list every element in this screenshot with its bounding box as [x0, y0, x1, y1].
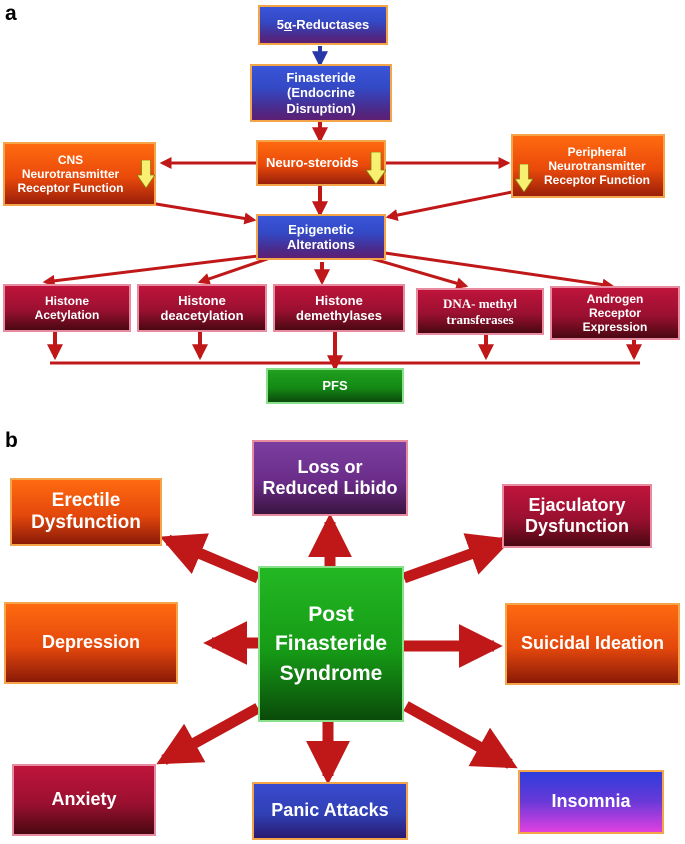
node-finasteride: Finasteride (Endocrine Disruption)	[250, 64, 392, 122]
arrow-pfs-erectile	[159, 533, 261, 584]
node-cns-neurotransmitter: CNS Neurotransmitter Receptor Function	[3, 142, 156, 206]
node-histone-demethylases: Histone demethylases	[273, 284, 405, 332]
peripheral-line-1: Peripheral	[567, 144, 627, 159]
ejaculatory-line-2: Dysfunction	[524, 516, 629, 536]
arrow-cns-epigenetic	[149, 201, 257, 225]
androgen-line-3: Expression	[582, 320, 648, 335]
reductases-prefix: 5	[276, 17, 284, 33]
symptom-loss-reduced-libido: Loss or Reduced Libido	[252, 440, 408, 516]
down-arrow-indicator-peripheral	[515, 164, 533, 192]
epigenetic-line-2: Alterations	[287, 237, 355, 252]
symptom-insomnia: Insomnia	[518, 770, 664, 834]
symptom-depression: Depression	[4, 602, 178, 684]
cns-line-2: Neurotransmitter	[21, 166, 120, 181]
peripheral-line-3: Receptor Function	[543, 173, 650, 188]
symptom-erectile-dysfunction: Erectile Dysfunction	[10, 478, 162, 546]
arrow-pfs-anxiety	[156, 703, 261, 765]
finasteride-line-1: Finasteride	[286, 70, 356, 85]
finasteride-line-3: Disruption)	[286, 100, 356, 116]
epigenetic-line-1: Epigenetic	[288, 221, 354, 237]
peripheral-line-2: Neurotransmitter	[548, 158, 646, 173]
cns-line-3: Receptor Function	[17, 181, 124, 196]
center-line-3: Syndrome	[279, 661, 383, 685]
node-histone-acetylation: Histone Acetylation	[3, 284, 131, 332]
arrow-epi-acetylation	[42, 254, 259, 287]
arrow-peripheral-epigenetic	[385, 190, 513, 221]
histone-demethylases-line-1: Histone	[315, 292, 363, 308]
androgen-line-2: Receptor	[588, 305, 641, 320]
libido-line-2: Reduced Libido	[262, 478, 398, 498]
center-line-1: Post	[308, 602, 354, 626]
arrow-epi-deacetylation	[197, 256, 271, 285]
cns-line-1: CNS	[57, 152, 84, 167]
anxiety-label: Anxiety	[51, 789, 117, 810]
dna-methyl-line-2: transferases	[446, 311, 514, 327]
node-pfs: PFS	[266, 368, 404, 404]
reductases-suffix: -Reductases	[291, 17, 370, 33]
node-androgen-receptor-expression: Androgen Receptor Expression	[550, 286, 680, 340]
node-epigenetic-alterations: Epigenetic Alterations	[256, 214, 386, 260]
node-5-alpha-reductases: 5α-Reductases	[258, 5, 388, 45]
finasteride-line-2: (Endocrine	[287, 85, 355, 101]
neurosteroids-label: Neuro-steroids	[266, 155, 359, 171]
down-arrow-indicator-cns	[137, 160, 155, 188]
symptom-anxiety: Anxiety	[12, 764, 156, 836]
panel-label-a: a	[5, 2, 17, 25]
node-post-finasteride-syndrome: Post Finasteride Syndrome	[258, 566, 404, 722]
arrow-pfs-ejaculatory	[402, 533, 513, 584]
node-histone-deacetylation: Histone deacetylation	[137, 284, 267, 332]
center-line-2: Finasteride	[274, 632, 388, 656]
arrow-epi-dna	[369, 256, 469, 290]
down-arrow-indicator-neurosteroids	[366, 152, 386, 184]
dna-methyl-line-1: DNA- methyl	[442, 296, 517, 312]
histone-deacetylation-line-1: Histone	[178, 292, 226, 308]
suicidal-label: Suicidal Ideation	[520, 633, 665, 654]
panic-label: Panic Attacks	[271, 800, 389, 821]
pfs-label: PFS	[322, 378, 348, 394]
symptom-panic-attacks: Panic Attacks	[252, 782, 408, 840]
libido-line-1: Loss or	[297, 456, 363, 477]
histone-deacetylation-line-2: deacetylation	[160, 308, 244, 323]
histone-acetylation-line-2: Acetylation	[34, 308, 100, 322]
node-peripheral-neurotransmitter: Peripheral Neurotransmitter Receptor Fun…	[511, 134, 665, 198]
histone-demethylases-line-2: demethylases	[296, 308, 382, 323]
panel-label-b: b	[5, 429, 18, 452]
androgen-line-1: Androgen	[586, 291, 644, 306]
node-neurosteroids: Neuro-steroids	[256, 140, 386, 186]
erectile-line-1: Erectile	[51, 489, 121, 511]
erectile-line-2: Dysfunction	[31, 512, 141, 533]
symptom-ejaculatory-dysfunction: Ejaculatory Dysfunction	[502, 484, 652, 548]
symptom-suicidal-ideation: Suicidal Ideation	[505, 603, 680, 685]
reductases-alpha: α	[283, 17, 292, 33]
histone-acetylation-line-1: Histone	[44, 293, 89, 308]
arrow-epi-androgen	[384, 251, 615, 291]
insomnia-label: Insomnia	[551, 791, 631, 812]
depression-label: Depression	[41, 632, 141, 653]
arrow-pfs-insomnia	[403, 701, 518, 769]
ejaculatory-line-1: Ejaculatory	[528, 494, 626, 515]
node-dna-methyl-transferases: DNA- methyl transferases	[416, 288, 544, 335]
